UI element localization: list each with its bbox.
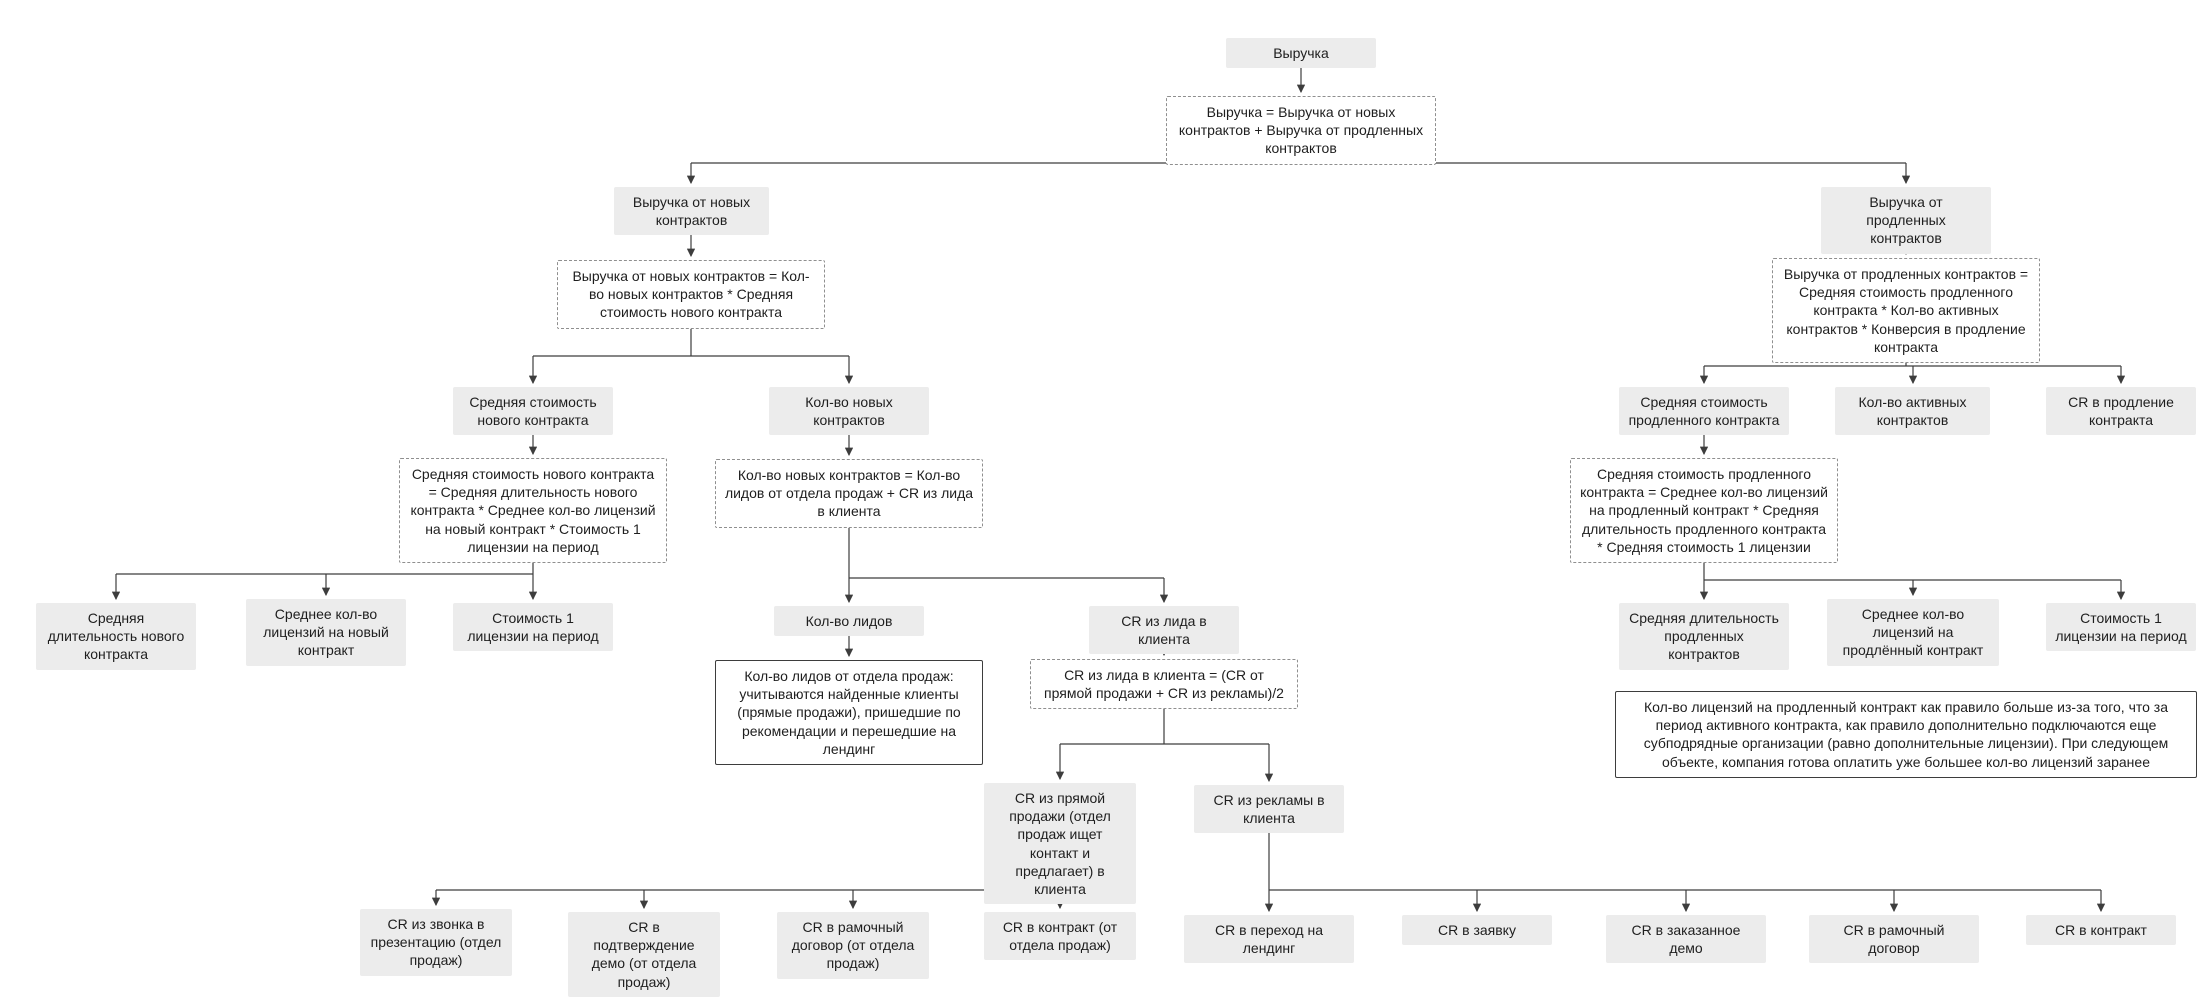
node-cr-call-to-presentation[interactable]: CR из звонка в презентацию (отдел продаж…: [360, 909, 512, 976]
note-renewed-licenses[interactable]: Кол-во лицензий на продленный контракт к…: [1615, 691, 2197, 778]
node-cr-contract-ads[interactable]: CR в контракт: [2026, 915, 2176, 946]
node-cr-direct-sales[interactable]: CR из прямой продажи (отдел продаж ищет …: [984, 783, 1136, 905]
formula-revenue[interactable]: Выручка = Выручка от новых контрактов + …: [1166, 96, 1436, 165]
formula-avg-renewed-contract-cost[interactable]: Средняя стоимость продленного контракта …: [1570, 458, 1838, 563]
node-active-contracts-count[interactable]: Кол-во активных контрактов: [1835, 387, 1990, 436]
node-cr-frame-contract-sales[interactable]: CR в рамочный договор (от отдела продаж): [777, 912, 929, 979]
node-avg-renewed-contract-cost[interactable]: Средняя стоимость продленного контракта: [1619, 387, 1789, 436]
node-cr-lead-to-client[interactable]: CR из лида в клиента: [1089, 606, 1239, 655]
node-avg-renewed-contract-duration[interactable]: Средняя длительность продленных контракт…: [1619, 603, 1789, 670]
node-new-contracts-count[interactable]: Кол-во новых контрактов: [769, 387, 929, 436]
node-cr-frame-contract-ads[interactable]: CR в рамочный договор: [1809, 915, 1979, 964]
formula-new-contracts-revenue[interactable]: Выручка от новых контрактов = Кол-во нов…: [557, 260, 825, 329]
formula-renewed-contracts-revenue[interactable]: Выручка от продленных контрактов = Средн…: [1772, 258, 2040, 363]
node-renewed-contracts-revenue[interactable]: Выручка от продленных контрактов: [1821, 187, 1991, 254]
node-new-contracts-revenue[interactable]: Выручка от новых контрактов: [614, 187, 769, 236]
note-leads-count[interactable]: Кол-во лидов от отдела продаж: учитывают…: [715, 660, 983, 765]
node-cr-demo-confirmation[interactable]: CR в подтверждение демо (от отдела прода…: [568, 912, 720, 997]
node-avg-new-contract-cost[interactable]: Средняя стоимость нового контракта: [453, 387, 613, 436]
node-cr-contract-renewal[interactable]: CR в продление контракта: [2046, 387, 2196, 436]
formula-new-contracts-count[interactable]: Кол-во новых контрактов = Кол-во лидов о…: [715, 459, 983, 528]
node-license-cost-per-period[interactable]: Стоимость 1 лицензии на период: [453, 603, 613, 652]
node-cr-ads-to-client[interactable]: CR из рекламы в клиента: [1194, 785, 1344, 834]
node-cr-landing-visit[interactable]: CR в переход на лендинг: [1184, 915, 1354, 964]
node-cr-application[interactable]: CR в заявку: [1402, 915, 1552, 946]
node-cr-ordered-demo[interactable]: CR в заказанное демо: [1606, 915, 1766, 964]
formula-avg-new-contract-cost[interactable]: Средняя стоимость нового контракта = Сре…: [399, 458, 667, 563]
formula-cr-lead-to-client[interactable]: CR из лида в клиента = (CR от прямой про…: [1030, 659, 1298, 710]
node-cr-contract-sales[interactable]: CR в контракт (от отдела продаж): [984, 912, 1136, 961]
node-license-cost-per-period-renewed[interactable]: Стоимость 1 лицензии на период: [2046, 603, 2196, 652]
node-avg-licenses-per-renewed-contract[interactable]: Среднее кол-во лицензий на продлённый ко…: [1827, 599, 1999, 666]
node-avg-new-contract-duration[interactable]: Средняя длительность нового контракта: [36, 603, 196, 670]
node-avg-licenses-per-new-contract[interactable]: Среднее кол-во лицензий на новый контрак…: [246, 599, 406, 666]
node-leads-count[interactable]: Кол-во лидов: [774, 606, 924, 637]
node-revenue[interactable]: Выручка: [1226, 38, 1376, 69]
